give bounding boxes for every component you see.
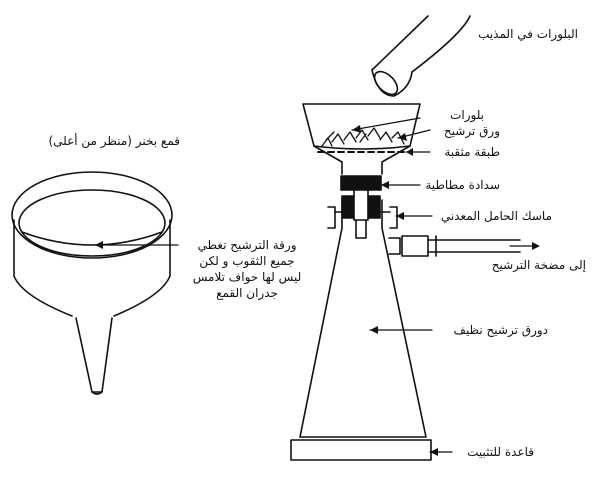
buchner-funnel-top-view-drawing <box>11 171 173 395</box>
label-crystals-in-solvent: البلورات في المذيب <box>478 27 578 41</box>
filter-flask-drawing <box>299 199 521 438</box>
pouring-tube-drawing <box>371 15 471 97</box>
filter-paper-note-line-3: ليس لها حواف تلامس <box>192 270 302 284</box>
label-metal-clamp: ماسك الحامل المعدني <box>440 209 552 223</box>
label-to-filter-pump: إلى مضخة الترشيح <box>491 258 586 272</box>
stand-base-drawing <box>290 439 432 461</box>
label-filter-paper: ورق ترشيح <box>443 124 500 138</box>
label-crystals: بلورات <box>450 108 484 122</box>
filter-paper-note-line-4: جدران القمع <box>216 286 278 300</box>
filter-paper-note-line-2: جميع الثقوب و لكن <box>199 254 295 268</box>
label-perforated-plate: طبقة مثقبة <box>444 145 500 159</box>
label-stand-base: قاعدة للتثبيت <box>467 445 534 459</box>
rubber-stopper-drawing <box>340 175 382 191</box>
label-rubber-stopper: سدادة مطاطية <box>425 178 500 192</box>
arrowheads <box>95 125 540 456</box>
crystals-drawing <box>321 127 405 147</box>
filter-paper-note: ورقة الترشيح تغطي جميع الثقوب و لكن ليس … <box>172 237 322 301</box>
label-clean-filter-flask: دورق ترشيح نظيف <box>453 323 548 337</box>
label-buchner-funnel-top-view: قمع بخنر (منظر من أعلى) <box>48 134 180 148</box>
filter-paper-note-line-1: ورقة الترشيح تغطي <box>197 238 297 252</box>
